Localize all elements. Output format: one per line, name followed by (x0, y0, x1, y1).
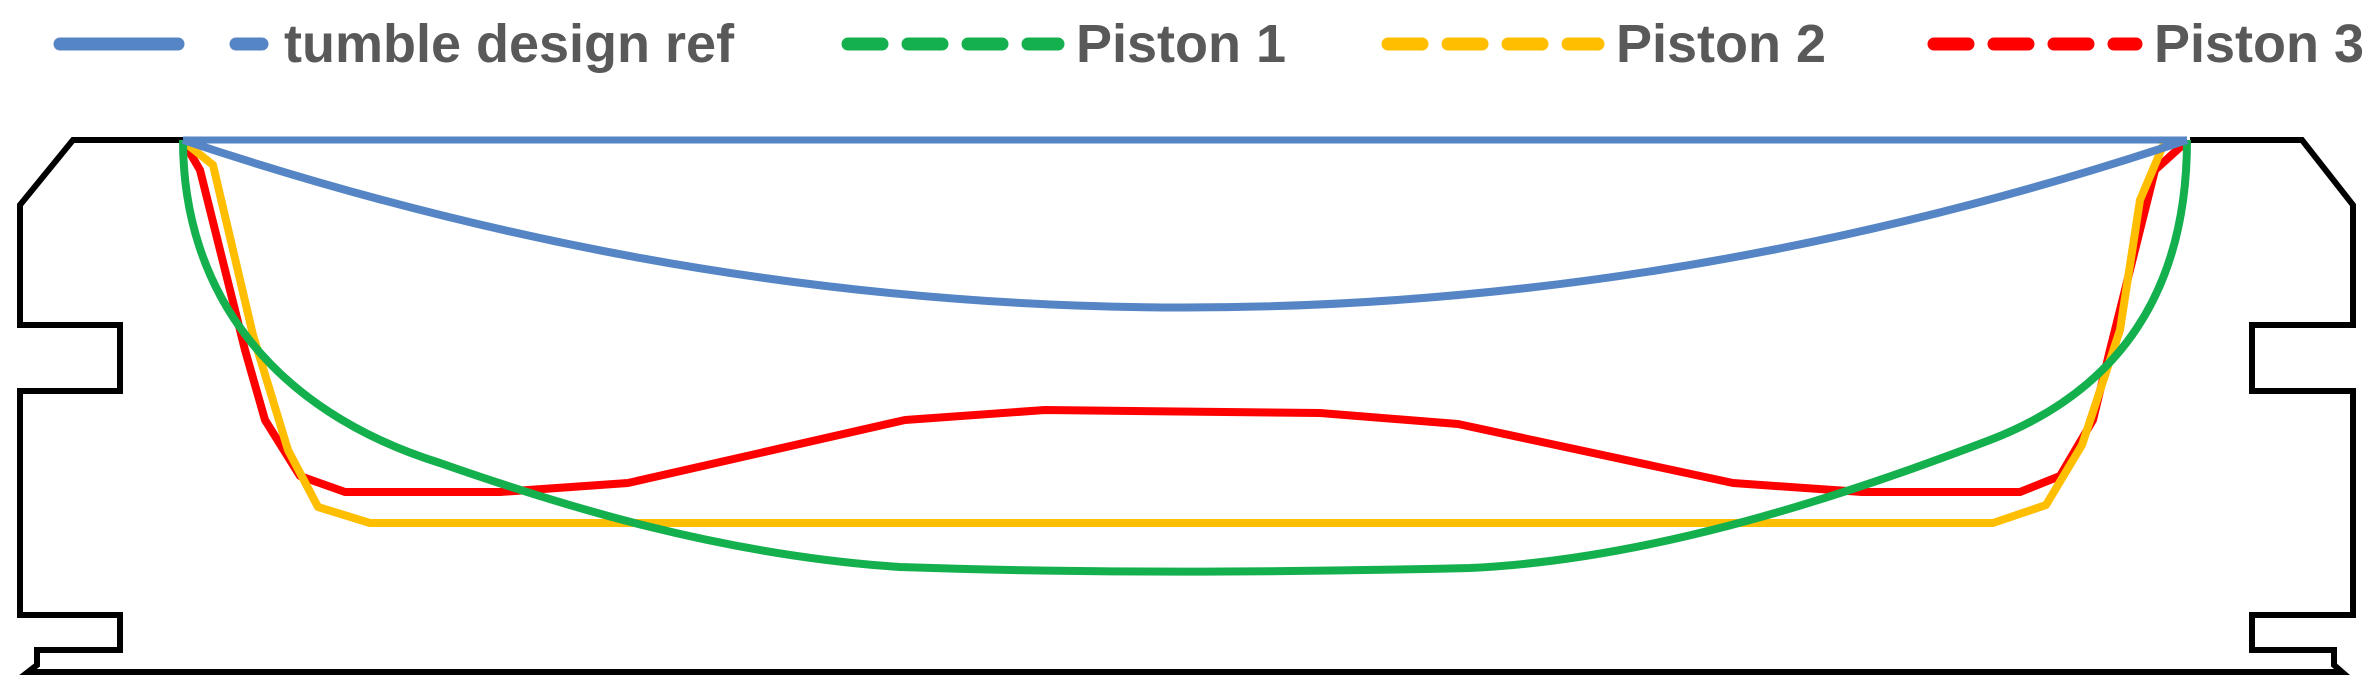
piston-outline (17, 137, 2356, 675)
legend-label-tumble-design-ref: tumble design ref (284, 14, 735, 74)
legend-label-piston-1: Piston 1 (1076, 14, 1286, 74)
legend-item-piston-1: Piston 1 (841, 14, 1286, 74)
legend-label-piston-2: Piston 2 (1616, 14, 1826, 74)
tumble-design-ref-arc (181, 136, 2189, 312)
legend: tumble design ref Piston 1 Piston 2 Pist… (53, 14, 2364, 74)
legend-label-piston-3: Piston 3 (2154, 14, 2364, 74)
tumble-design-ref (181, 136, 2189, 312)
piston-1-bowl-profile (179, 139, 2191, 576)
piston-3-bowl-profile (179, 138, 2190, 496)
legend-item-tumble-design-ref: tumble design ref (53, 14, 735, 74)
legend-item-piston-2: Piston 2 (1381, 14, 1826, 74)
legend-item-piston-3: Piston 3 (1927, 14, 2364, 74)
piston-2-bowl-profile (180, 137, 2169, 527)
